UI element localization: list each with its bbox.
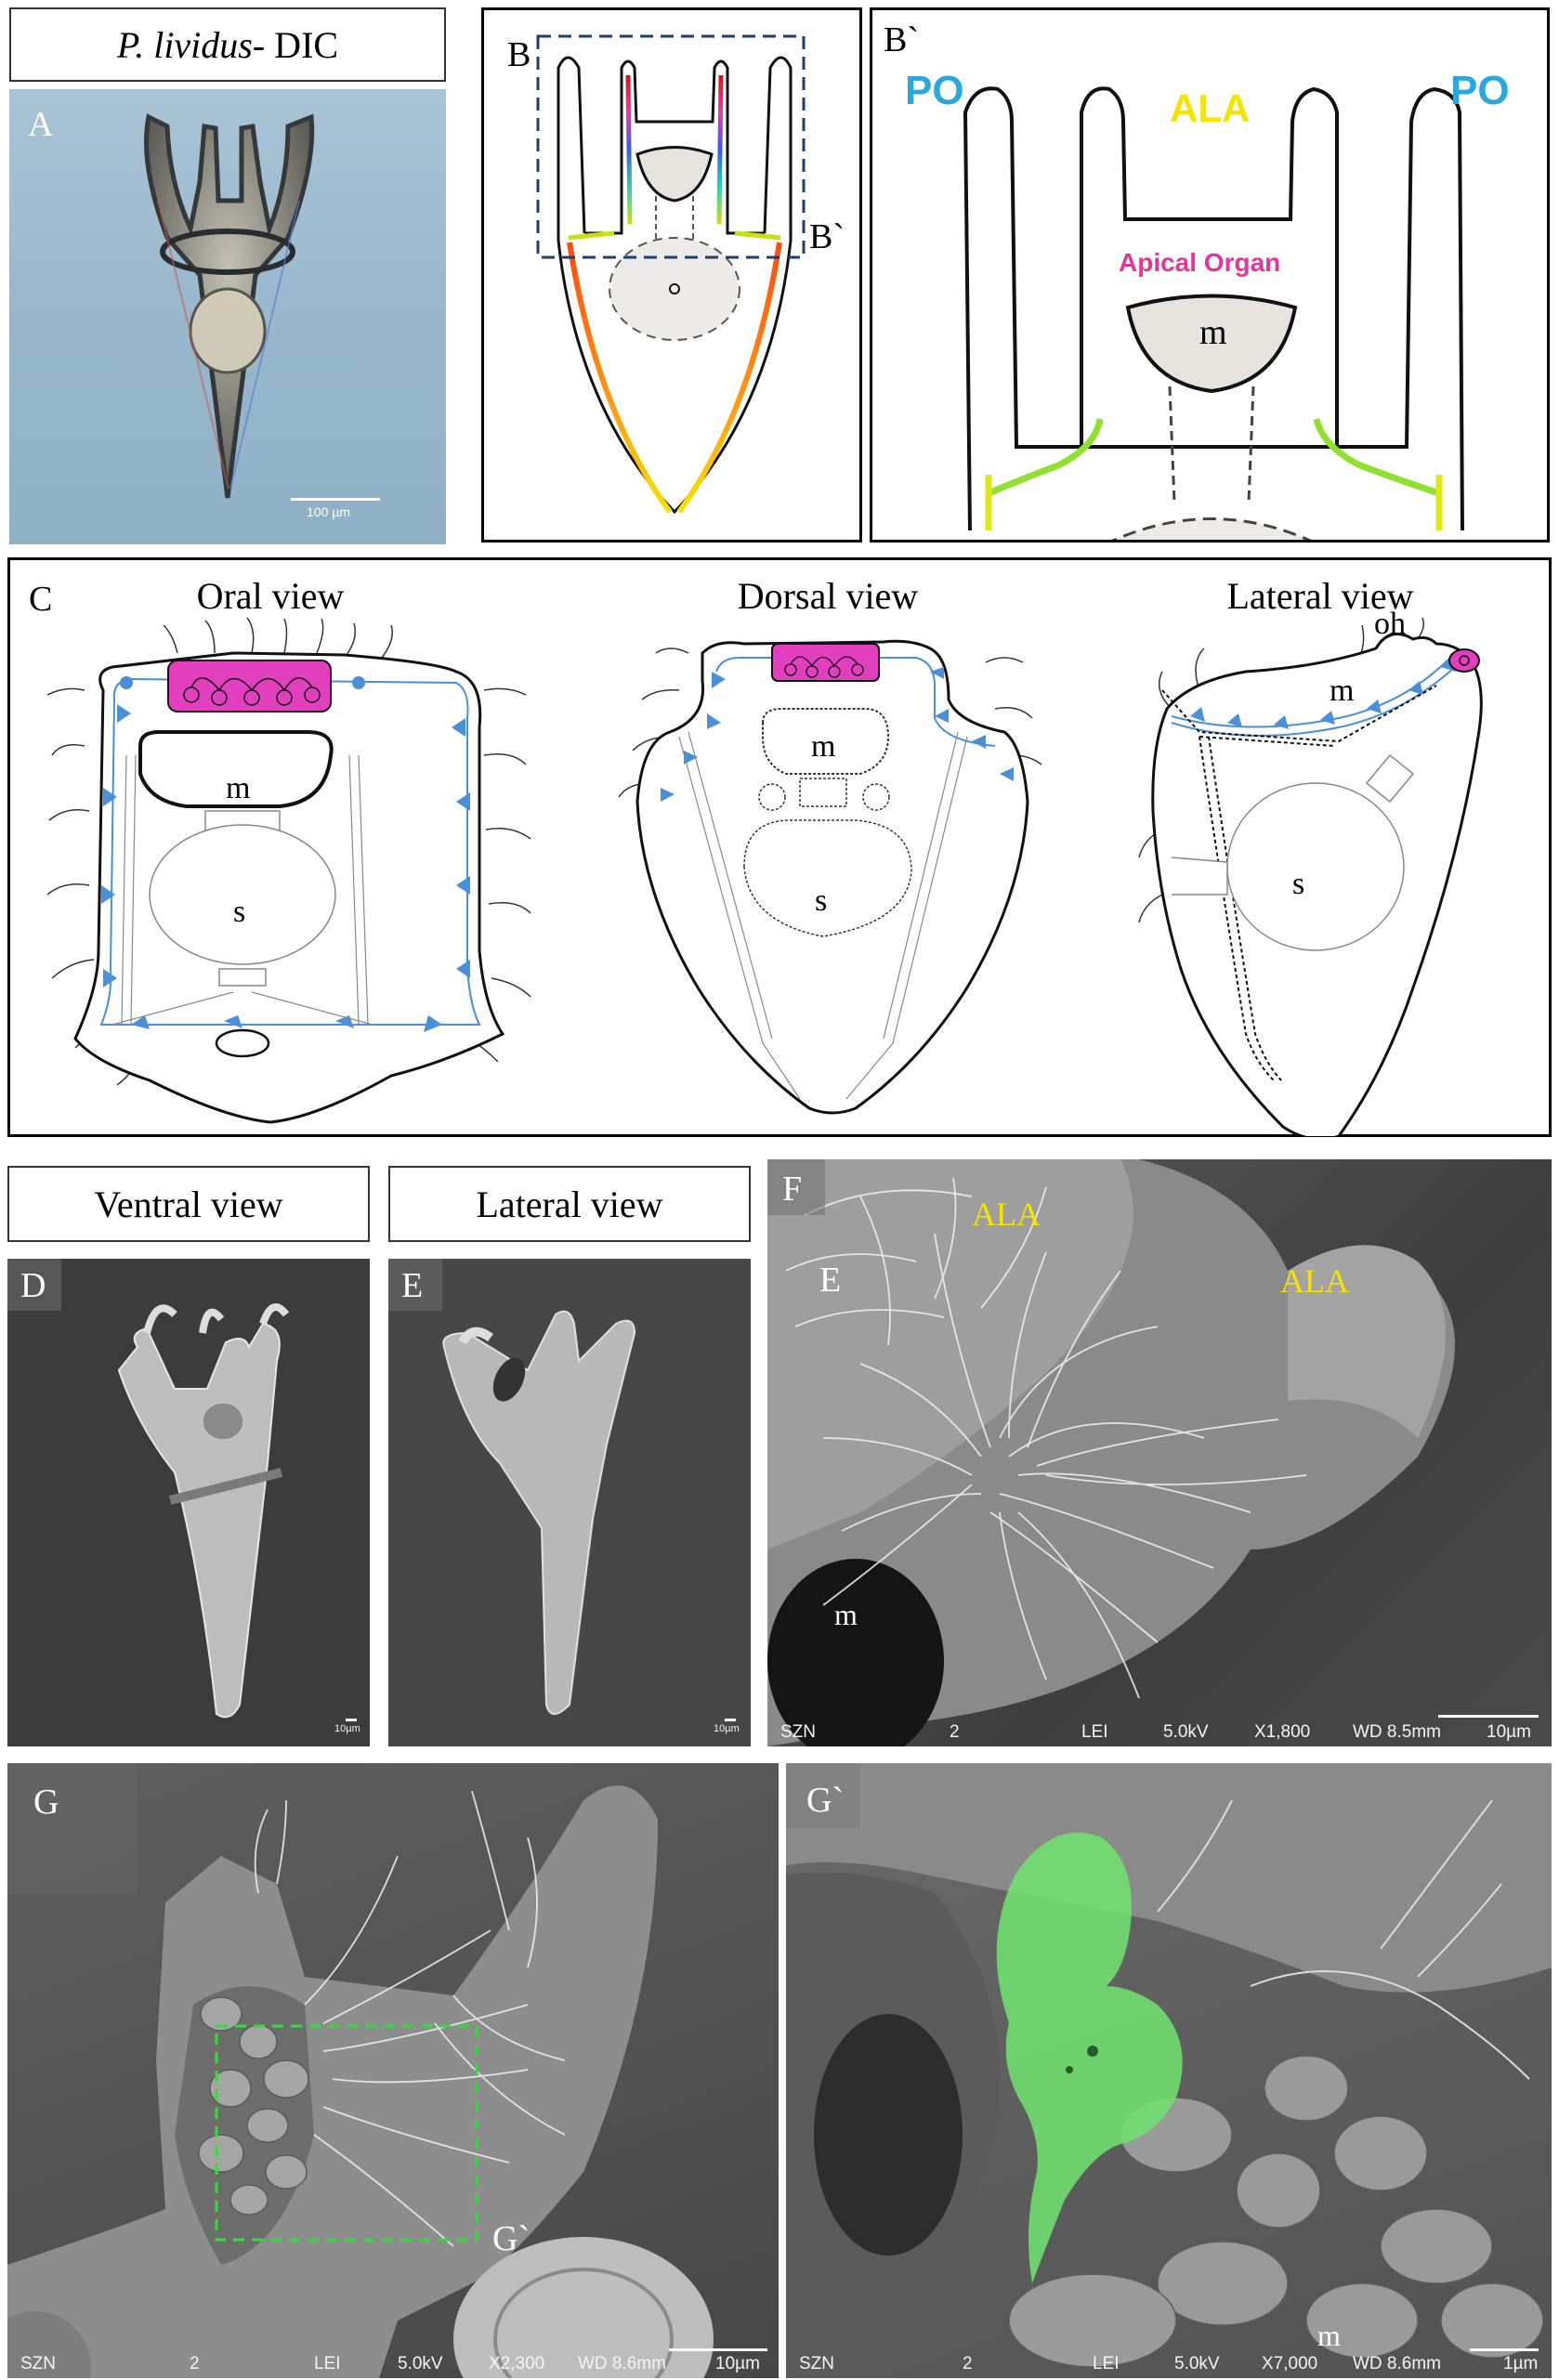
panel-f-sem-n: 2 [950, 1722, 960, 1742]
panel-a-scale-text: 100 µm [307, 504, 350, 519]
apical-region-sem [7, 1785, 714, 2378]
panel-e-scale-line [725, 1719, 736, 1721]
oral-mouth-label: m [226, 771, 251, 805]
panel-f-sublabel: E [819, 1261, 842, 1300]
panel-g-prime-scale-text: 1µm [1503, 2354, 1539, 2373]
panel-f-ala-label-2: ALA [1280, 1262, 1349, 1300]
ala-label: ALA [1170, 86, 1251, 130]
apical-organ-label: Apical Organ [1119, 248, 1281, 277]
panel-b-label: B [507, 35, 531, 74]
ciliary-tuft-sem [767, 1159, 1455, 1746]
panel-e-scale-text: 10µm [714, 1723, 740, 1734]
panel-g-scale-text: 10µm [715, 2354, 760, 2373]
dorsal-stomach-label: s [815, 883, 828, 918]
panel-g-prime-mouth-label: m [1317, 2319, 1341, 2352]
panel-g-label: G [33, 1783, 59, 1822]
panel-b-prime-diagram [963, 86, 1464, 540]
panel-f-sem-image: F E ALA ALA m SZN 2 LEI 5.0kV X1,800 WD … [767, 1159, 1552, 1746]
panel-g-prime-scale-line [1470, 2348, 1539, 2351]
panel-e-label: E [401, 1266, 424, 1305]
panel-f-sem-mag: X1,800 [1254, 1722, 1311, 1742]
lateral-view-diagram [1138, 617, 1483, 1136]
lateral-larva-sem [442, 1310, 636, 1715]
neuron-closeup-sem [786, 1763, 1552, 2368]
panel-a-dic-image: A 100 µm [9, 89, 446, 544]
oral-view-title: Oral view [196, 575, 345, 617]
panel-d-label: D [20, 1266, 46, 1305]
panel-f-scale-line [1438, 1715, 1539, 1718]
panel-f-label: F [782, 1170, 803, 1209]
panel-g-sem-szn: SZN [20, 2354, 56, 2373]
dorsal-view-diagram [618, 639, 1042, 1115]
panel-f-label-chip [767, 1159, 825, 1215]
oral-view-diagram [47, 617, 531, 1124]
panel-g-prime-sem-mag: X7,000 [1262, 2354, 1318, 2373]
panel-f-ala-label-1: ALA [972, 1196, 1041, 1233]
lateral-oral-hood-label: oh [1374, 607, 1406, 641]
panel-d-label-chip [7, 1259, 61, 1311]
pluteus-larva-dic [144, 113, 315, 499]
panel-f-sem-szn: SZN [780, 1722, 816, 1742]
panel-f-mouth-label: m [834, 1598, 858, 1631]
panel-c-label: C [29, 580, 53, 619]
species-name: P. lividus [116, 23, 253, 66]
panel-f-scale-text: 10µm [1487, 1722, 1531, 1742]
panel-d-scale-line [346, 1719, 357, 1721]
panel-a-header: P. lividus - DIC [9, 7, 446, 82]
panel-g-sem-n: 2 [190, 2354, 200, 2373]
panel-g-scale-line [669, 2348, 767, 2351]
panel-d-title: Ventral view [7, 1166, 370, 1242]
panel-f-sem-kv: 5.0kV [1163, 1722, 1209, 1742]
panel-g-prime-label-chip [786, 1763, 860, 1828]
ventral-larva-sem [117, 1303, 290, 1719]
panel-d-sem-image: D 10µm [7, 1259, 370, 1746]
dorsal-mouth-label: m [811, 729, 836, 764]
panel-g-prime-sem-szn: SZN [799, 2354, 834, 2373]
po-right-label: PO [1450, 68, 1510, 113]
lateral-mouth-label: m [1330, 673, 1355, 708]
panel-g-sem-image: G G` SZN 2 LEI 5.0kV X2,300 WD 8.6mm 10µ… [7, 1763, 779, 2378]
panel-b: B B` [481, 7, 862, 543]
panel-g-sem-mag: X2,300 [489, 2354, 545, 2373]
panel-g-prime-sem-image: G` m SZN 2 LEI 5.0kV X7,000 WD 8.6mm 1µm [786, 1763, 1552, 2378]
panel-g-sem-kv: 5.0kV [398, 2354, 443, 2373]
panel-g-label-chip [7, 1763, 138, 1893]
panel-g-prime-sem-wd: WD 8.6mm [1353, 2354, 1441, 2373]
panel-e-label-chip [388, 1259, 442, 1311]
panel-g-prime-label: G` [806, 1781, 845, 1820]
mouth-label-b-prime: m [1199, 313, 1227, 352]
panel-b-larva-diagram [536, 34, 806, 515]
po-left-label: PO [905, 68, 964, 113]
panel-g-inset-label: G` [492, 2219, 531, 2258]
panel-c: C Oral view Dorsal view Lateral view [7, 557, 1552, 1137]
panel-b-box-label: B` [809, 217, 845, 256]
panel-f-sem-lei: LEI [1081, 1722, 1108, 1742]
panel-g-sem-lei: LEI [314, 2354, 341, 2373]
panel-d-scale-text: 10µm [334, 1723, 360, 1734]
panel-f-sem-wd: WD 8.5mm [1353, 1722, 1441, 1742]
panel-e-title: Lateral view [388, 1166, 751, 1242]
lateral-stomach-label: s [1292, 867, 1305, 901]
panel-g-prime-sem-kv: 5.0kV [1174, 2354, 1220, 2373]
dorsal-view-title: Dorsal view [737, 575, 919, 617]
panel-a-label: A [28, 105, 54, 144]
lateral-view-title: Lateral view [1226, 575, 1414, 617]
panel-a-scale-line [291, 498, 380, 501]
panel-e-sem-image: E 10µm [388, 1259, 751, 1746]
panel-g-prime-sem-n: 2 [963, 2354, 973, 2373]
panel-b-prime-label: B` [884, 20, 919, 59]
imaging-method: - DIC [252, 23, 339, 66]
panel-g-sem-wd: WD 8.6mm [578, 2354, 666, 2373]
panel-b-prime: B` PO PO ALA Apical Organ m [870, 7, 1550, 543]
oral-stomach-label: s [233, 895, 246, 929]
panel-g-prime-sem-lei: LEI [1093, 2354, 1120, 2373]
